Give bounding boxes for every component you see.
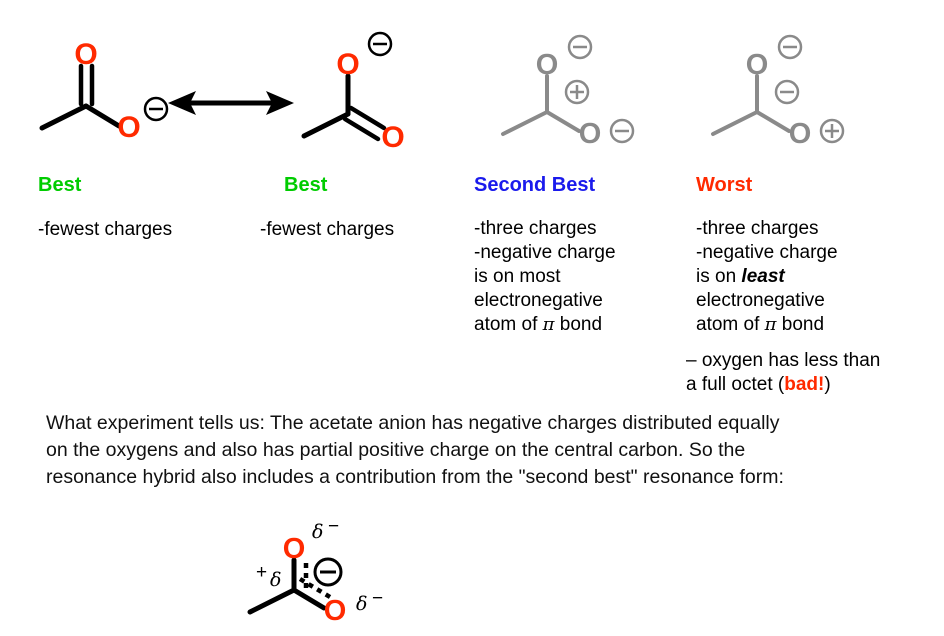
- caption-4-line-3: is on least: [696, 266, 785, 287]
- methyl-bond: [711, 110, 759, 136]
- caption-4-line-2: -negative charge: [696, 242, 838, 263]
- central-negative-charge-icon: [313, 557, 343, 587]
- caption-4-extra-line-1: – oxygen has less than: [686, 350, 881, 371]
- caption-3-heading: Second Best: [474, 174, 596, 196]
- top-oxygen-label: O: [283, 533, 306, 565]
- carbonyl-oxygen-label: O: [74, 38, 97, 71]
- c-o-double-bond-b: [342, 116, 381, 142]
- c-o-right-bond: [545, 110, 581, 133]
- structure-form-1: O O: [34, 38, 184, 148]
- right-positive-charge-icon: [819, 118, 845, 144]
- emphasis-bad: bad!: [784, 374, 825, 395]
- caption-3-line-5: atom of π bond: [474, 314, 603, 335]
- anionic-oxygen-label: O: [117, 111, 140, 144]
- arrow-head-right: [266, 91, 294, 115]
- carbonyl-oxygen-label: O: [381, 121, 404, 154]
- carbon-positive-charge-icon: [564, 79, 590, 105]
- negative-charge-icon: [143, 96, 169, 122]
- caption-3-line-3: is on most: [474, 266, 561, 287]
- carbon-partial-plus-sign: +: [256, 562, 267, 583]
- right-negative-charge-icon: [609, 118, 635, 144]
- methyl-bond: [39, 103, 89, 131]
- caption-3-line-1: -three charges: [474, 218, 597, 239]
- paragraph-line-2: on the oxygens and also has partial posi…: [46, 439, 746, 461]
- c-o-single-bond: [83, 103, 122, 129]
- caption-1-line-1: -fewest charges: [38, 219, 173, 240]
- right-oxygen-label: O: [579, 118, 602, 150]
- caption-form-1: Best -fewest charges: [38, 174, 172, 242]
- structure-form-2: O O: [296, 28, 436, 154]
- caption-4-extra-line-2: a full octet (bad!): [686, 374, 831, 395]
- c-o-double-bond-a: [348, 105, 387, 131]
- bottom-delta-symbol: δ: [356, 593, 367, 615]
- top-oxygen-label: O: [536, 49, 559, 81]
- methyl-bond: [247, 587, 297, 615]
- resonance-arrow: [166, 86, 296, 120]
- negative-charge-icon: [367, 31, 393, 57]
- top-negative-charge-icon: [567, 34, 593, 60]
- bottom-partial-minus-sign: −: [372, 588, 383, 609]
- right-oxygen-label: O: [789, 118, 812, 150]
- caption-4-line-1: -three charges: [696, 218, 819, 239]
- carbon-delta-symbol: δ: [270, 569, 281, 591]
- methyl-bond: [301, 111, 351, 139]
- experiment-explanation: What experiment tells us: The acetate an…: [46, 410, 944, 491]
- caption-2-heading: Best: [284, 174, 328, 196]
- caption-4-heading: Worst: [696, 174, 753, 196]
- structure-form-3: O O: [495, 30, 655, 150]
- bottom-oxygen-label: O: [324, 595, 347, 627]
- methyl-bond: [501, 110, 549, 136]
- structure-resonance-hybrid: O O + δ δ − δ −: [232, 508, 422, 633]
- top-partial-minus-sign: −: [328, 516, 339, 537]
- caption-form-2: Best -fewest charges: [260, 174, 394, 242]
- paragraph-line-3: resonance hybrid also includes a contrib…: [46, 466, 784, 488]
- caption-form-3: Second Best -three charges -negative cha…: [474, 174, 616, 337]
- top-delta-symbol: δ: [312, 521, 323, 543]
- paragraph-line-1: What experiment tells us: The acetate an…: [46, 412, 780, 434]
- caption-2-line-1: -fewest charges: [260, 219, 395, 240]
- caption-3-line-4: electronegative: [474, 290, 603, 311]
- caption-3-line-2: -negative charge: [474, 242, 616, 263]
- caption-1-heading: Best: [38, 174, 82, 196]
- c-o-bottom-solid-bond: [291, 587, 327, 611]
- pi-symbol: π: [764, 314, 777, 335]
- carbon-negative-charge-icon: [774, 79, 800, 105]
- pi-symbol: π: [542, 314, 555, 335]
- caption-form-4: Worst -three charges -negative charge is…: [686, 174, 880, 397]
- emphasis-least: least: [741, 266, 785, 287]
- caption-4-line-5: atom of π bond: [696, 314, 825, 335]
- anionic-oxygen-label: O: [336, 48, 359, 81]
- c-o-right-bond: [755, 110, 791, 133]
- arrow-head-left: [168, 91, 196, 115]
- top-negative-charge-icon: [777, 34, 803, 60]
- top-oxygen-label: O: [746, 49, 769, 81]
- caption-4-line-4: electronegative: [696, 290, 825, 311]
- structure-form-4: O O: [705, 30, 865, 150]
